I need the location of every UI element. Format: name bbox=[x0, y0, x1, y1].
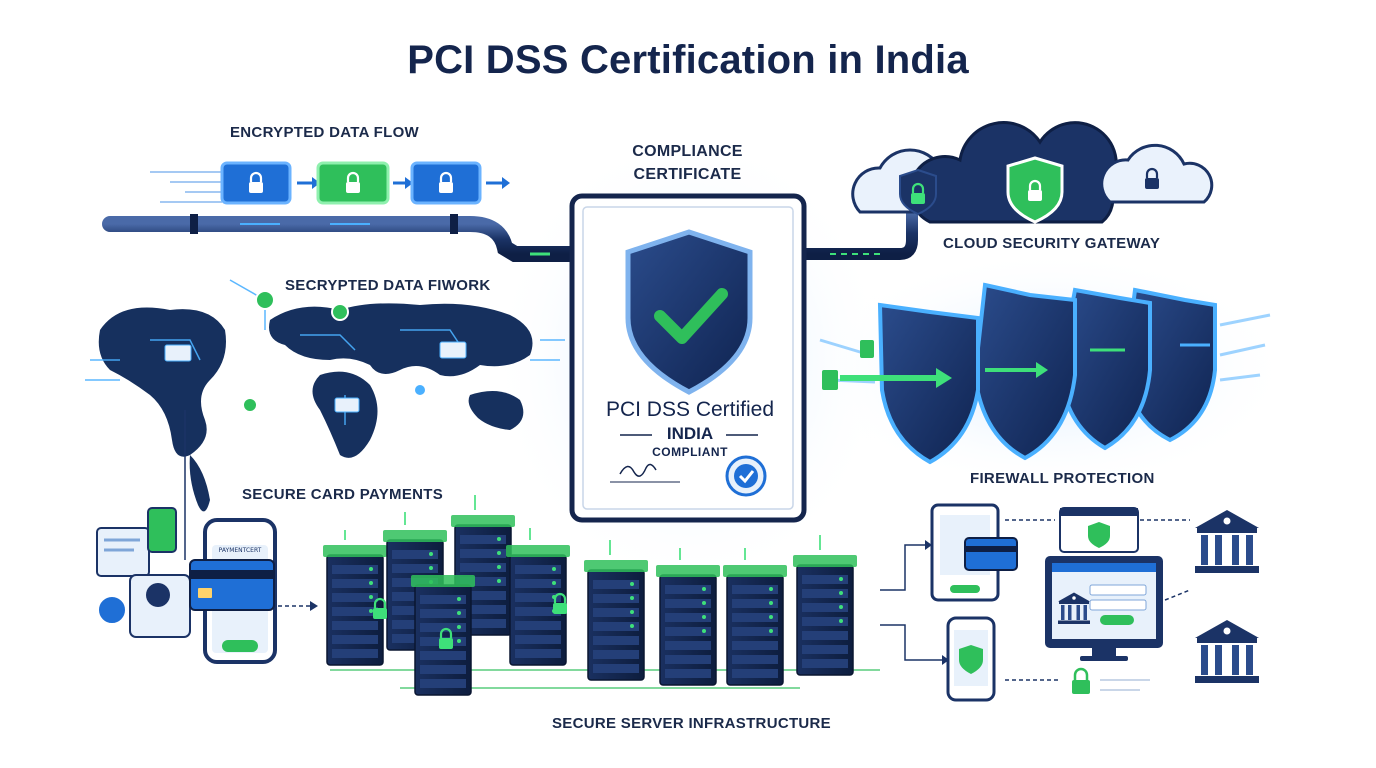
phone-header-text: PAYMENTCERT bbox=[218, 547, 262, 554]
cloud-security-gateway-label: CLOUD SECURITY GATEWAY bbox=[943, 235, 1161, 252]
cloud-security-gateway bbox=[851, 121, 1214, 224]
world-map-icon bbox=[85, 279, 565, 512]
firewall-protection-label: FIREWALL PROTECTION bbox=[970, 470, 1155, 487]
payment-to-server-arrows bbox=[278, 601, 318, 611]
server-icon bbox=[322, 544, 388, 666]
credit-card-icon bbox=[189, 559, 275, 611]
shield-icon bbox=[877, 302, 980, 465]
certificate-status: COMPLIANT bbox=[652, 445, 728, 459]
server-icon bbox=[583, 559, 649, 681]
secure-card-payments bbox=[96, 507, 277, 664]
server-icon bbox=[722, 564, 788, 686]
secure-server-infrastructure bbox=[322, 495, 880, 696]
certificate-country: INDIA bbox=[666, 424, 714, 443]
data-pipe bbox=[102, 214, 580, 262]
secure-card-payments-label: SECURE CARD PAYMENTS bbox=[242, 486, 444, 503]
shield-check-icon bbox=[625, 229, 753, 395]
server-icon bbox=[410, 574, 476, 696]
cloud-pipe bbox=[799, 206, 918, 260]
page-title: PCI DSS Certification in India bbox=[407, 38, 969, 82]
secure-server-infrastructure-label: SECURE SERVER INFRASTRUCTURE bbox=[552, 715, 831, 732]
secrypted-network-label: SECRYPTED DATA FIWORK bbox=[285, 277, 491, 294]
credit-card-icon bbox=[964, 537, 1018, 571]
compliance-certificate-label-line2: CERTIFICATE bbox=[633, 166, 742, 183]
server-icon bbox=[655, 564, 721, 686]
encrypted-data-flow bbox=[150, 161, 510, 205]
banking-network bbox=[880, 503, 1259, 702]
encrypted-data-flow-label: ENCRYPTED DATA FLOW bbox=[230, 124, 420, 141]
server-icon bbox=[792, 554, 858, 676]
certificate-heading: PCI DSS Certified bbox=[605, 398, 775, 421]
firewall-protection bbox=[819, 282, 1271, 465]
compliance-certificate-label-line1: COMPLIANCE bbox=[632, 143, 743, 160]
compliance-certificate bbox=[569, 193, 807, 523]
compliance-certificate-label: COMPLIANCE CERTIFICATE bbox=[605, 140, 770, 186]
bank-icon bbox=[1195, 510, 1259, 573]
bank-icon bbox=[1195, 620, 1259, 683]
shield-icon bbox=[899, 168, 937, 216]
